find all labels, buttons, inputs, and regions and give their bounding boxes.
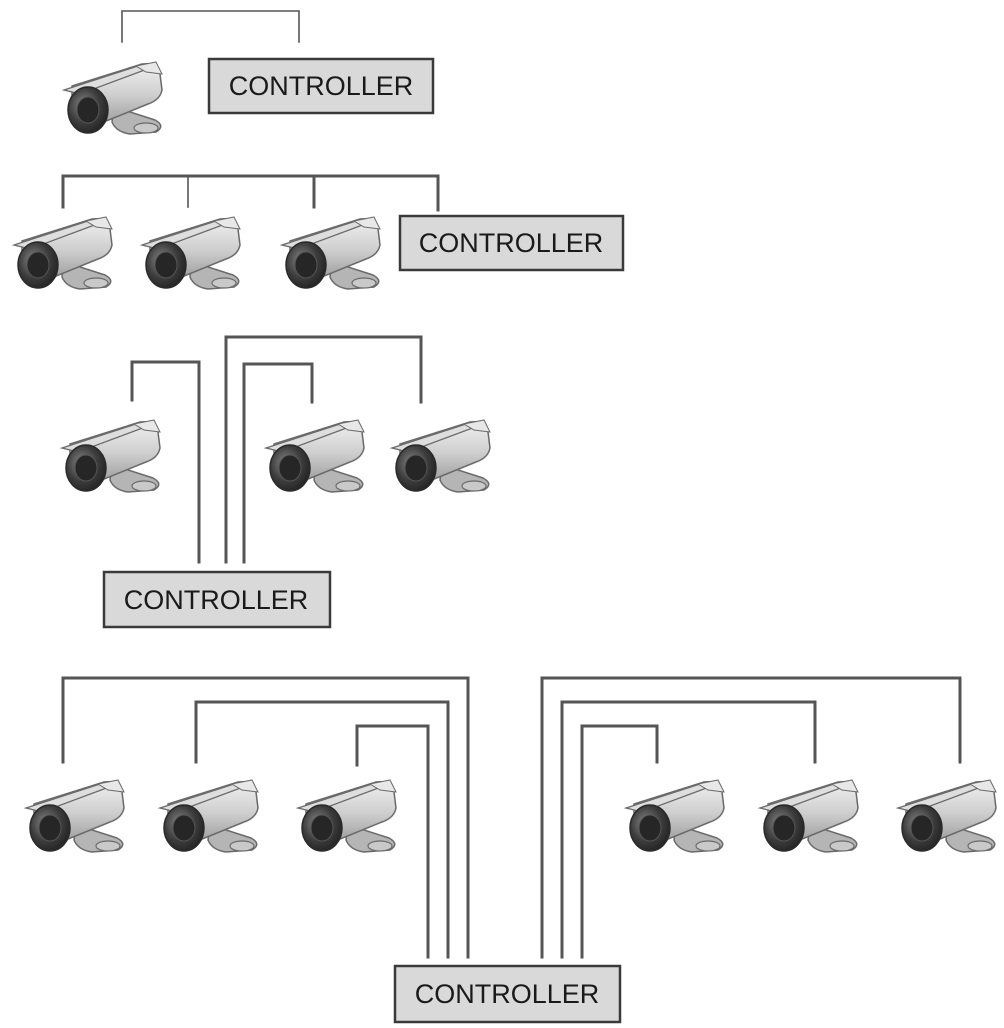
cctv-camera-icon <box>897 779 997 853</box>
wire <box>194 700 450 959</box>
cctv-camera-icon <box>391 419 491 493</box>
cctv-camera-icon <box>61 419 161 493</box>
cctv-camera-icon <box>297 779 397 853</box>
wire <box>580 724 659 959</box>
wire <box>540 676 962 959</box>
row-1-wiring <box>121 10 300 43</box>
wire <box>242 362 314 564</box>
wire <box>224 335 423 564</box>
cctv-camera-icon <box>141 216 241 290</box>
wire <box>61 676 470 959</box>
cctv-camera-icon <box>25 779 125 853</box>
controller-label: CONTROLLER <box>415 979 600 1009</box>
wire <box>121 10 300 43</box>
cctv-camera-icon <box>759 779 859 853</box>
wire <box>560 700 817 959</box>
wire <box>355 724 430 959</box>
row-4-wiring <box>61 676 962 959</box>
controller-box[interactable]: CONTROLLER <box>207 57 435 115</box>
cctv-camera-icon <box>281 216 381 290</box>
cctv-camera-icon <box>265 419 365 493</box>
controller-box[interactable]: CONTROLLER <box>393 964 622 1024</box>
cctv-camera-icon <box>159 779 259 853</box>
wire <box>130 360 201 564</box>
controller-label: CONTROLLER <box>229 71 414 101</box>
row-2-wiring <box>61 174 440 212</box>
cctv-camera-icon <box>13 216 113 290</box>
cctv-camera-icon <box>63 61 163 135</box>
wire <box>61 174 440 212</box>
controller-box[interactable]: CONTROLLER <box>398 214 625 272</box>
cctv-camera-icon <box>625 779 725 853</box>
controller-label: CONTROLLER <box>419 228 604 258</box>
controller-box[interactable]: CONTROLLER <box>102 570 332 629</box>
controller-label: CONTROLLER <box>124 585 309 615</box>
row-3-wiring <box>130 335 423 564</box>
